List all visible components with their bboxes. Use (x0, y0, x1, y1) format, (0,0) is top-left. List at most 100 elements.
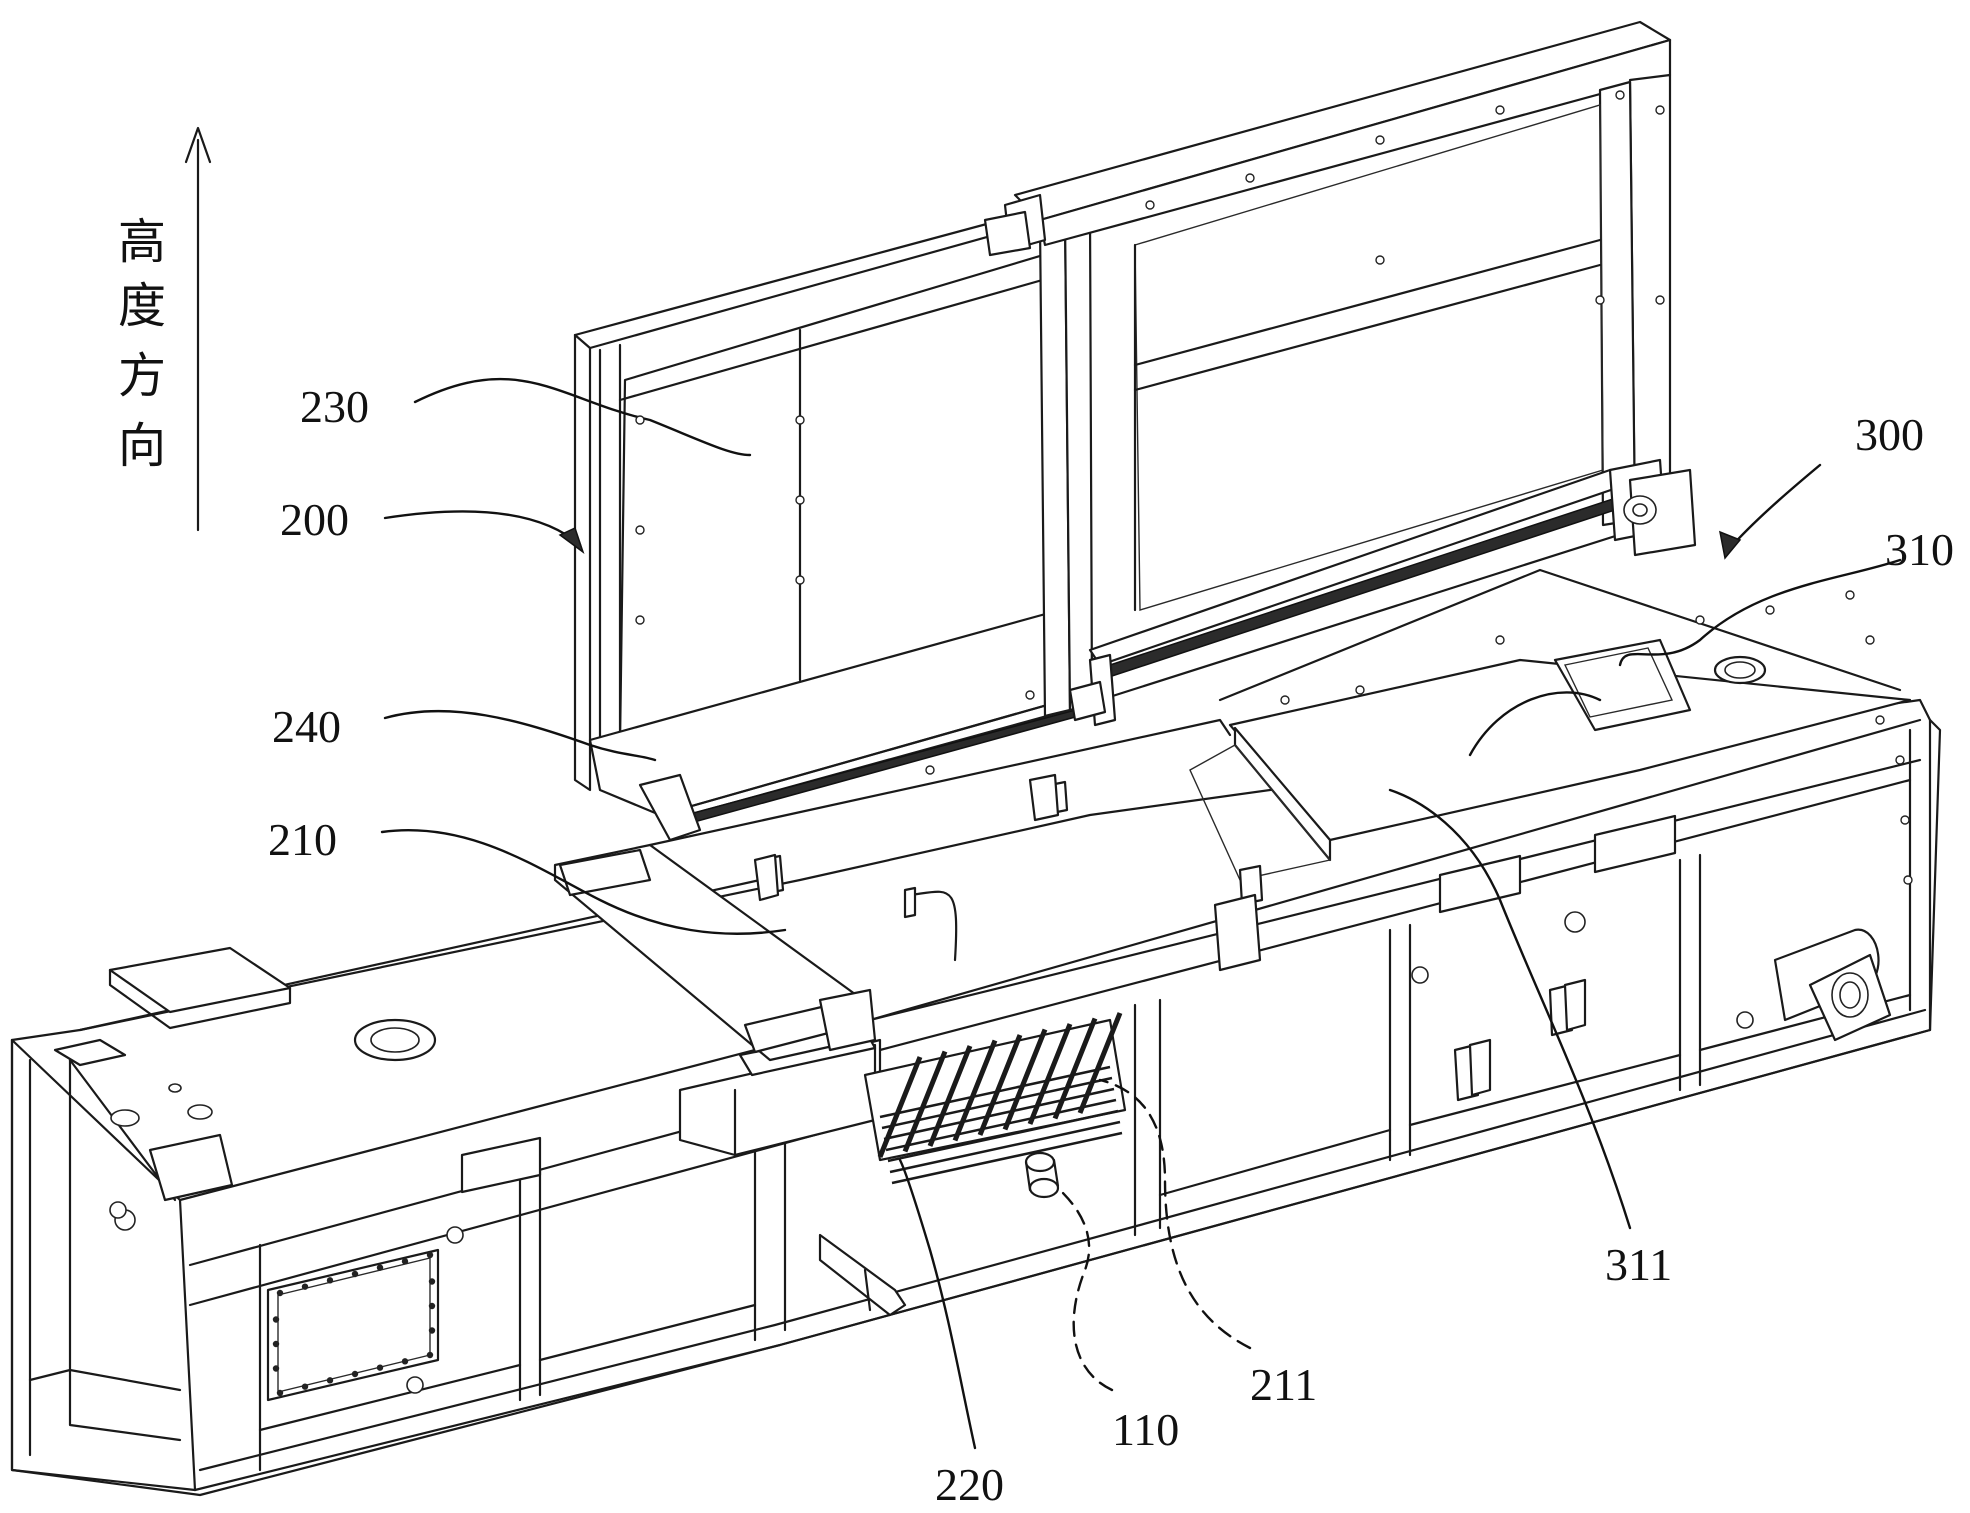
grate-bar (927, 1045, 973, 1147)
mounting-hole (1145, 200, 1155, 210)
panel-bolt (426, 1251, 434, 1259)
mounting-hole (1615, 90, 1625, 100)
grate-crossbar (887, 1109, 1119, 1163)
leader-lines (380, 378, 1902, 1450)
mounting-hole (1655, 105, 1665, 115)
mounting-hole (635, 615, 645, 625)
leader-300 (1728, 463, 1822, 550)
mounting-hole (1695, 615, 1705, 625)
callout-210: 210 (268, 814, 337, 865)
mounting-hole (1865, 635, 1875, 645)
grate-crossbar (881, 1076, 1113, 1130)
mounting-hole (925, 765, 935, 775)
panel-bolt (428, 1302, 436, 1310)
callout-200: 200 (280, 494, 349, 545)
callout-211: 211 (1250, 1359, 1317, 1410)
callout-311: 311 (1605, 1239, 1672, 1290)
leader-220 (898, 1158, 977, 1450)
mounting-hole (795, 415, 805, 425)
panel-bolt (272, 1365, 280, 1372)
top-fittings-left (53, 946, 437, 1231)
panel-bolt (276, 1389, 284, 1397)
panel-bolt (326, 1277, 334, 1284)
grate-crossbar (891, 1131, 1123, 1185)
mounting-hole (1875, 715, 1885, 725)
direction-char-3: 方 (118, 348, 166, 404)
grate-bar (977, 1034, 1023, 1136)
leader-110 (1058, 1188, 1114, 1392)
panel-bolt (428, 1278, 436, 1285)
leader-310 (1618, 558, 1902, 667)
leader-240 (383, 709, 657, 762)
panel-bolt (428, 1327, 436, 1334)
grate-bar (1052, 1017, 1098, 1120)
grate-bar (1027, 1023, 1073, 1125)
callout-labels: 230 200 240 210 300 310 311 211 110 220 (268, 381, 1954, 1510)
callout-230: 230 (300, 381, 369, 432)
leader-200 (383, 510, 582, 547)
mounting-hole (1845, 590, 1855, 600)
mounting-hole (1895, 755, 1905, 765)
mounting-hole (1280, 695, 1290, 705)
slide-plate-210 (553, 718, 1232, 1062)
grate-crossbar (885, 1098, 1117, 1152)
grate-bar (902, 1050, 948, 1153)
leader-210 (380, 829, 787, 935)
mounting-hole (635, 525, 645, 535)
grate-220 (877, 1012, 1123, 1185)
panel-bolt (272, 1340, 280, 1348)
callout-220: 220 (935, 1459, 1004, 1510)
direction-char-4: 向 (118, 418, 166, 474)
arrowhead-200 (558, 526, 585, 555)
height-direction-indicator: 高 度 方 向 (118, 126, 212, 532)
right-base-fittings (1411, 911, 1892, 1102)
grate-bar (952, 1039, 998, 1142)
panel-bolt (351, 1370, 359, 1378)
grate-bar (1077, 1012, 1123, 1114)
panel-bolt (301, 1283, 309, 1290)
callout-240: 240 (272, 701, 341, 752)
grate-crossbar (879, 1065, 1111, 1119)
leader-311b (1468, 691, 1602, 757)
mounting-hole (1595, 295, 1605, 305)
panel-bolt (401, 1258, 409, 1265)
callout-300: 300 (1855, 409, 1924, 460)
panel-bolt (351, 1270, 359, 1278)
mounting-hole (1495, 635, 1505, 645)
grate-crossbar (889, 1120, 1121, 1174)
mounting-hole (1900, 815, 1910, 825)
mounting-hole (1355, 685, 1365, 695)
mounting-hole (795, 495, 805, 505)
callout-110: 110 (1112, 1404, 1179, 1455)
mounting-hole (1765, 605, 1775, 615)
panel-bolt (376, 1264, 384, 1271)
grate-crossbar (883, 1087, 1115, 1141)
callout-310: 310 (1885, 524, 1954, 575)
panel-bolt (276, 1289, 284, 1297)
panel-bolt (426, 1351, 434, 1359)
direction-char-2: 度 (118, 278, 166, 334)
panel-bolt (301, 1383, 309, 1390)
grate-bar (877, 1056, 923, 1158)
mounting-hole (635, 415, 645, 425)
grate-bar (1002, 1028, 1048, 1131)
mounting-hole (1375, 255, 1385, 265)
mounting-hole (1375, 135, 1385, 145)
mounting-hole (1025, 690, 1035, 700)
panel-bolt (272, 1316, 280, 1323)
lifting-frame-200 (573, 20, 1697, 902)
central-housing (678, 1012, 1127, 1317)
mounting-hole (1245, 173, 1255, 183)
mounting-hole (1903, 875, 1913, 885)
arrowhead-300 (1719, 530, 1742, 560)
mounting-hole (1655, 295, 1665, 305)
mounting-hole (1495, 105, 1505, 115)
panel-bolt (401, 1358, 409, 1365)
left-access-panel (266, 1226, 464, 1402)
leader-211 (1098, 1078, 1252, 1350)
panel-bolt (376, 1364, 384, 1371)
mounting-hole (795, 575, 805, 585)
panel-bolt (326, 1377, 334, 1384)
leader-230 (413, 378, 752, 457)
